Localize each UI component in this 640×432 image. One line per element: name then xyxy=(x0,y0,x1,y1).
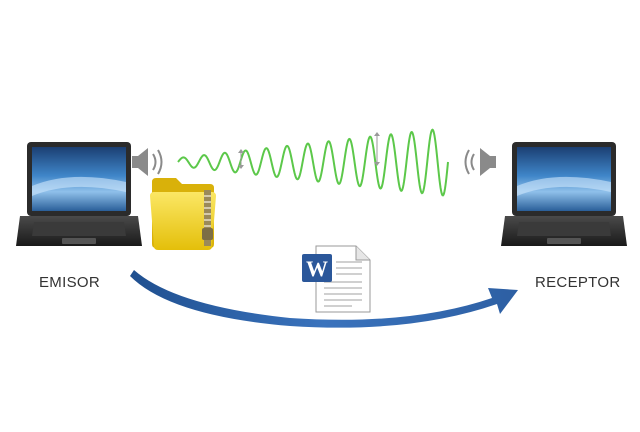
transfer-arrow xyxy=(130,270,518,328)
receiver-label: RECEPTOR xyxy=(535,274,621,291)
word-document-icon: W xyxy=(302,245,371,313)
amplitude-marker-small xyxy=(238,149,244,169)
speaker-icon-receiver xyxy=(464,148,496,176)
laptop-icon-sender xyxy=(16,142,142,246)
zip-folder-icon xyxy=(150,178,216,250)
sender-label: EMISOR xyxy=(39,274,100,291)
speaker-icon-sender xyxy=(132,148,163,176)
laptop-icon-receiver xyxy=(501,142,627,246)
word-letter: W xyxy=(306,256,328,281)
amplitude-marker-large xyxy=(374,132,380,166)
signal-wave xyxy=(177,128,449,197)
